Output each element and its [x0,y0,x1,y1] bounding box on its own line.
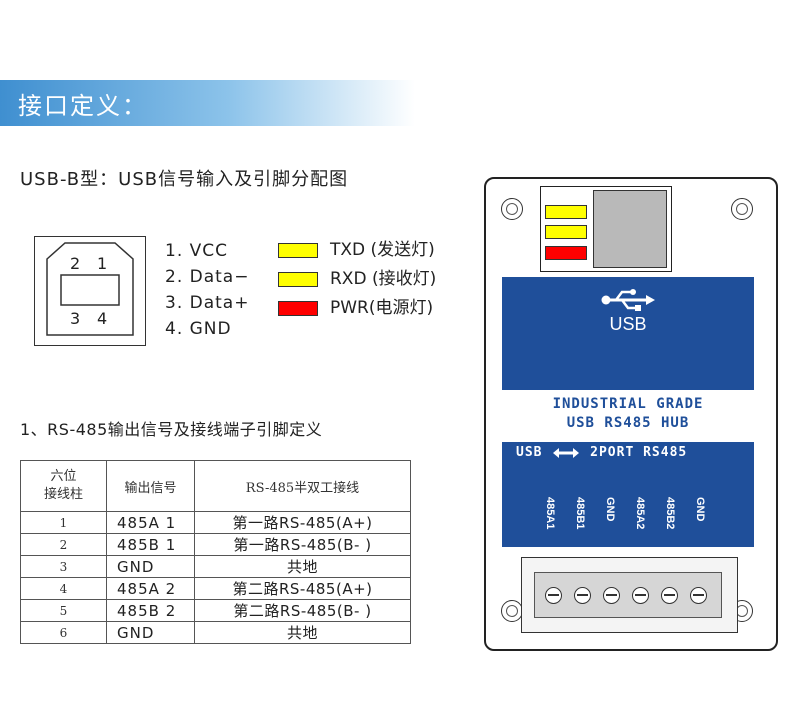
terminal-screw-icon[interactable] [690,587,707,604]
pin-item: 3. Data+ [165,293,250,313]
legend-row-txd: TXD (发送灯) [278,236,436,265]
table-cell: 第一路RS-485(B- ) [194,533,411,556]
table-header: RS-485半双工接线 [194,460,411,512]
terminal-label: 485B2 [664,497,676,530]
connector-pin-3: 3 [70,309,80,328]
pin-item: 4. GND [165,319,232,339]
table-row: 3 GND 共地 [20,555,411,578]
terminal-label: 485A2 [634,497,646,530]
rs485-heading: 1、RS-485输出信号及接线端子引脚定义 [20,420,323,439]
table-row: 2 485B 1 第一路RS-485(B- ) [20,533,411,556]
terminal-screw-icon[interactable] [545,587,562,604]
legend-swatch [278,243,318,258]
table-row: 4 485A 2 第二路RS-485(A+) [20,577,411,600]
mount-screw-icon [501,600,523,622]
terminal-pin-table: 六位 接线柱 输出信号 RS-485半双工接线 1 485A 1 第一路RS-4… [20,460,411,644]
table-header: 输出信号 [106,460,195,512]
usb-panel-label: USB [609,314,647,334]
table-cell: GND [106,621,195,644]
table-cell: 第二路RS-485(B- ) [194,599,411,622]
connector-pin-4: 4 [97,309,107,328]
terminal-block [521,557,738,633]
pin-item: 1. VCC [165,241,228,261]
table-row: 5 485B 2 第二路RS-485(B- ) [20,599,411,622]
table-cell: 3 [20,555,107,578]
rxd-led [545,225,587,239]
table-cell: 6 [20,621,107,644]
mount-screw-icon [731,198,753,220]
usb-heading: USB-B型：USB信号输入及引脚分配图 [20,169,349,190]
table-row: 6 GND 共地 [20,621,411,644]
terminal-label: 485A1 [544,497,556,530]
double-arrow-icon [553,447,580,458]
band-line-2: USB RS485 HUB [566,415,690,431]
txd-led [545,205,587,219]
terminal-label: GND [604,497,616,522]
table-cell: 第一路RS-485(A+) [194,511,411,534]
legend-row-rxd: RXD (接收灯) [278,265,436,294]
device-front-panel: USB INDUSTRIAL GRADE USB RS485 HUB USB 2… [502,277,754,547]
usb-b-connector-diagram: 2 1 3 4 [34,236,146,346]
product-name-band: INDUSTRIAL GRADE USB RS485 HUB [502,390,754,442]
table-cell: 4 [20,577,107,600]
mount-screw-icon [501,198,523,220]
usb-b-shape: 2 1 3 4 [46,242,134,336]
table-row: 1 485A 1 第一路RS-485(A+) [20,511,411,534]
table-cell: 第二路RS-485(A+) [194,577,411,600]
table-cell: 485A 2 [106,577,195,600]
band-line-1: INDUSTRIAL GRADE [552,396,704,412]
table-cell: 5 [20,599,107,622]
usb-symbol-icon [601,289,655,311]
connector-pin-1: 1 [97,254,107,273]
table-cell: 485B 2 [106,599,195,622]
port-ratio-line: USB 2PORT RS485 [516,445,687,460]
pwr-led [545,246,587,260]
legend-swatch [278,301,318,316]
table-cell: 485B 1 [106,533,195,556]
terminal-label: GND [694,497,706,522]
table-cell: 485A 1 [106,511,195,534]
terminal-screw-icon[interactable] [603,587,620,604]
section-banner: 接口定义： [0,80,415,126]
ratio-left: USB [516,445,543,460]
table-cell: 共地 [194,555,411,578]
legend-swatch [278,272,318,287]
table-cell: 1 [20,511,107,534]
legend-label: TXD (发送灯) [330,240,435,260]
table-cell: 2 [20,533,107,556]
terminal-screw-icon[interactable] [661,587,678,604]
terminal-screw-icon[interactable] [632,587,649,604]
table-header-row: 六位 接线柱 输出信号 RS-485半双工接线 [20,460,411,512]
terminal-screw-icon[interactable] [574,587,591,604]
usb-port[interactable] [593,190,667,268]
table-cell: GND [106,555,195,578]
table-cell: 共地 [194,621,411,644]
pin-item: 2. Data− [165,267,250,287]
terminal-label: 485B1 [574,497,586,530]
banner-title: 接口定义： [18,92,148,120]
legend-label: PWR(电源灯) [330,298,434,318]
usb-pin-list: 1. VCC 2. Data− 3. Data+ 4. GND [165,238,249,342]
table-header: 六位 接线柱 [20,460,107,512]
connector-pin-2: 2 [70,254,80,273]
terminal-strip [534,572,722,618]
legend-row-pwr: PWR(电源灯) [278,294,436,323]
legend-label: RXD (接收灯) [330,269,437,289]
ratio-right: 2PORT RS485 [590,445,688,460]
led-legend: TXD (发送灯) RXD (接收灯) PWR(电源灯) [278,236,436,323]
